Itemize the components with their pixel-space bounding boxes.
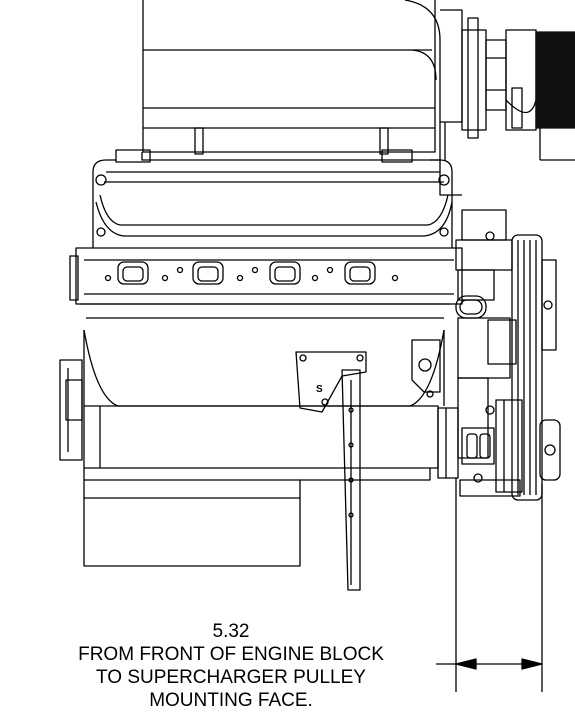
crank-pulley [511,234,561,501]
dimension-note-line-1: FROM FRONT OF ENGINE BLOCK [78,644,384,665]
dimension-note-line-2: TO SUPERCHARGER PULLEY [96,667,366,688]
bracket-stamp-text: S [316,384,323,395]
supercharger-pulley-drive [439,9,575,196]
exhaust-port [117,261,149,285]
cylinder-head [69,247,463,305]
accessory-bracket: S [295,351,367,413]
exhaust-port [192,261,224,285]
dimension-arrow-left [455,658,477,670]
oil-pan [83,405,439,567]
dimension-arrow-right [521,658,543,670]
dimension-note-line-3: MOUNTING FACE. [149,690,313,711]
exhaust-port [344,261,376,285]
front-motor-mount [59,359,83,461]
front-drive-assembly [437,209,523,497]
dipstick-tube [341,369,361,591]
engine-block [59,303,450,461]
valve-cover [92,149,453,248]
block-fitting [411,339,441,398]
exhaust-port [269,261,301,285]
pulley-offset-dimension [436,478,543,692]
supercharger-housing [141,0,441,161]
dimension-value: 5.32 [212,621,250,642]
